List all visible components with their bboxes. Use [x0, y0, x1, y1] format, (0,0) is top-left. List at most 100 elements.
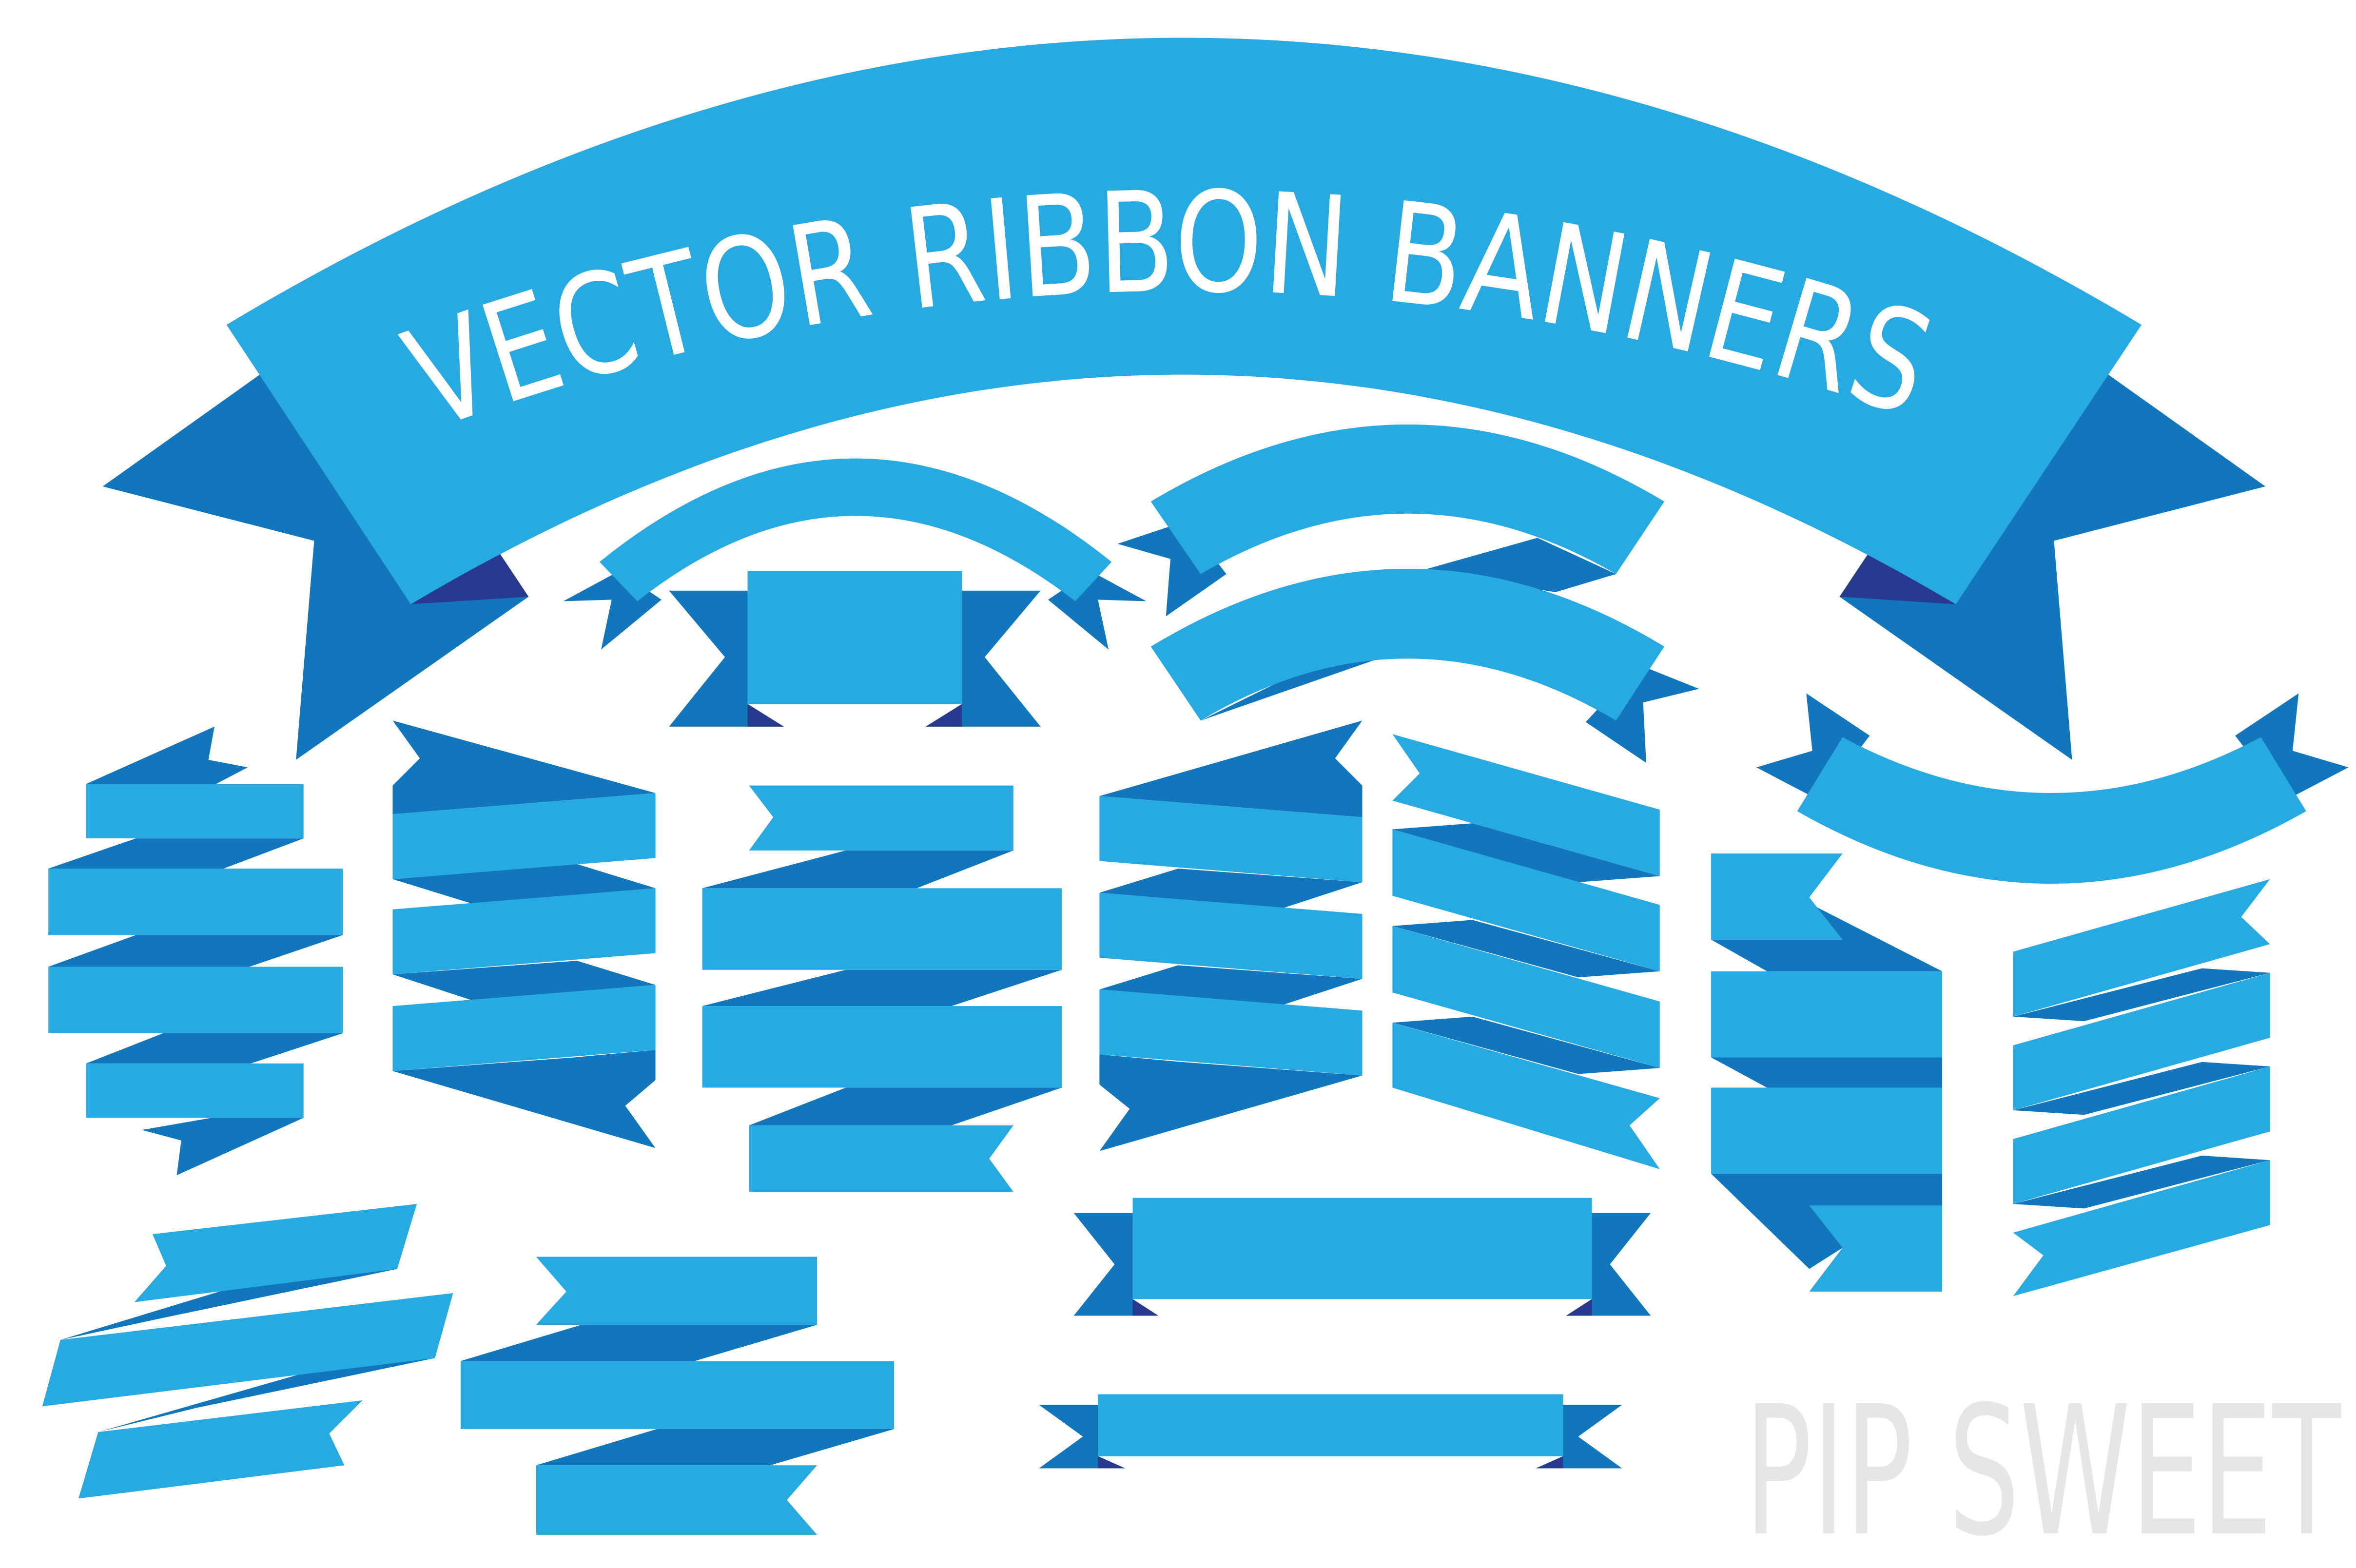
- slanted-banner-c: [1392, 734, 1660, 1169]
- slant-c-band-3: [1392, 926, 1660, 1068]
- rect-center-left-tail: [669, 590, 784, 727]
- rect-banner-lower: [1073, 1198, 1651, 1316]
- slant-d-fold-3: [2013, 1155, 2270, 1209]
- stack-right-band-2: [1711, 971, 1943, 1058]
- slant-b-bottom-tail: [1099, 1054, 1363, 1151]
- smile-arc-banner: [1756, 693, 2349, 884]
- double-arc-right-tail: [1585, 664, 1699, 763]
- slant-c-fold-2: [1392, 920, 1660, 978]
- flat-right-tail: [1536, 1405, 1622, 1469]
- stack-bottom-band-2: [460, 1361, 895, 1429]
- double-arc-banner: [1117, 424, 1699, 763]
- headline-arc-band: [226, 38, 2142, 604]
- flat-face: [1098, 1394, 1563, 1456]
- stack-left-band-3: [48, 967, 343, 1033]
- slant-a-fold-2: [392, 961, 656, 1000]
- rect-lower-face: [1132, 1198, 1592, 1299]
- slant-a-band-2: [392, 888, 656, 975]
- slanted-banner-d: [2013, 879, 2270, 1297]
- stack-center-fold-3: [749, 1087, 1062, 1125]
- slant-a-bottom-tail: [392, 1049, 656, 1148]
- stack-right-fold-2: [1711, 1057, 1943, 1088]
- slant-c-fold-1: [1392, 823, 1660, 882]
- slant-c-band-4: [1392, 1023, 1660, 1169]
- rect-center-left-fold: [747, 704, 784, 727]
- rect-center-right-fold: [926, 704, 962, 727]
- double-arc-upper-band: [1150, 424, 1665, 574]
- stack-center-fold-1: [702, 850, 1013, 889]
- flat-banner-bottom: [1039, 1394, 1622, 1469]
- stack-right-fold-1: [1711, 903, 1943, 971]
- slant-b-top-tail: [1099, 720, 1363, 817]
- slant-a-top-tail: [392, 720, 656, 814]
- headline-right-tail: [1839, 374, 2266, 760]
- slant-d-band-3: [2013, 1066, 2270, 1204]
- stack-right-band-1: [1711, 853, 1843, 940]
- watermark-text: PIP SWEET: [1744, 1369, 2342, 1568]
- rect-banner-center: [669, 571, 1041, 727]
- stack-left-fold-1: [48, 838, 304, 869]
- stack-bottom-fold-1: [460, 1325, 818, 1361]
- stacked-banner-center: [702, 785, 1062, 1192]
- stacked-banner-bottom: [460, 1257, 895, 1535]
- stack-left-top-tail: [86, 726, 248, 784]
- slant-a-band-3: [392, 985, 656, 1071]
- slant-a-band-1: [392, 793, 656, 879]
- headline-left-tail: [102, 374, 529, 760]
- stack-left-band-1: [86, 784, 304, 839]
- stack-right-band-3: [1711, 1087, 1943, 1174]
- slant-c-fold-3: [1392, 1016, 1660, 1074]
- flat-left-tail: [1039, 1405, 1126, 1469]
- flat-left-fold: [1098, 1456, 1126, 1469]
- arc-banner-small: [563, 458, 1147, 650]
- stack-left-fold-3: [86, 1033, 343, 1064]
- rect-lower-left-tail: [1073, 1213, 1159, 1316]
- stack-center-band-3: [702, 1006, 1062, 1088]
- stack-left-fold-2: [48, 935, 343, 967]
- stack-left-bottom-tail: [142, 1118, 304, 1176]
- slant-e-band-3: [78, 1400, 363, 1499]
- flat-right-fold: [1536, 1456, 1563, 1469]
- stack-center-band-2: [702, 888, 1062, 970]
- slant-d-band-2: [2013, 972, 2270, 1110]
- slant-d-fold-2: [2013, 1062, 2270, 1115]
- headline-left-fold: [410, 551, 529, 604]
- stack-right-band-4: [1809, 1205, 1943, 1292]
- arc-small-band: [599, 458, 1112, 601]
- stacked-banner-right: [1711, 853, 1943, 1292]
- stack-center-fold-2: [702, 969, 1062, 1007]
- stack-bottom-fold-2: [536, 1429, 895, 1466]
- slant-c-band-2: [1392, 829, 1660, 971]
- smile-arc-right-tail: [2235, 693, 2349, 801]
- slanted-banner-a: [392, 720, 656, 1148]
- smile-arc-band: [1797, 737, 2306, 884]
- headline-right-fold: [1839, 551, 1956, 604]
- slant-b-band-1: [1099, 796, 1363, 882]
- rect-lower-left-fold: [1132, 1299, 1159, 1316]
- slanted-banner-e: [42, 1204, 453, 1499]
- slant-d-fold-1: [2013, 968, 2270, 1022]
- slant-c-band-1: [1392, 734, 1660, 876]
- slant-d-band-4: [2013, 1160, 2270, 1297]
- rect-lower-right-fold: [1566, 1299, 1592, 1316]
- double-arc-lower-band: [1150, 568, 1665, 721]
- stack-left-band-2: [48, 869, 343, 935]
- stack-center-band-1: [749, 785, 1013, 851]
- slant-b-band-3: [1099, 989, 1363, 1076]
- headline-banner: VECTOR RIBBON BANNERS: [102, 38, 2266, 760]
- slanted-banner-b: [1099, 720, 1363, 1151]
- rect-center-face: [747, 571, 962, 704]
- stacked-banner-left: [48, 726, 343, 1176]
- smile-arc-left-tail: [1756, 693, 1870, 801]
- rect-lower-right-tail: [1566, 1213, 1651, 1316]
- slant-e-band-1: [134, 1204, 417, 1302]
- stack-bottom-band-1: [536, 1257, 818, 1325]
- stack-bottom-band-3: [536, 1465, 818, 1535]
- slant-b-band-2: [1099, 892, 1363, 979]
- rect-center-right-tail: [926, 590, 1041, 727]
- slant-e-band-2: [42, 1293, 453, 1407]
- slant-d-band-1: [2013, 879, 2270, 1017]
- stack-center-band-4: [749, 1125, 1013, 1192]
- stack-left-band-4: [86, 1063, 304, 1118]
